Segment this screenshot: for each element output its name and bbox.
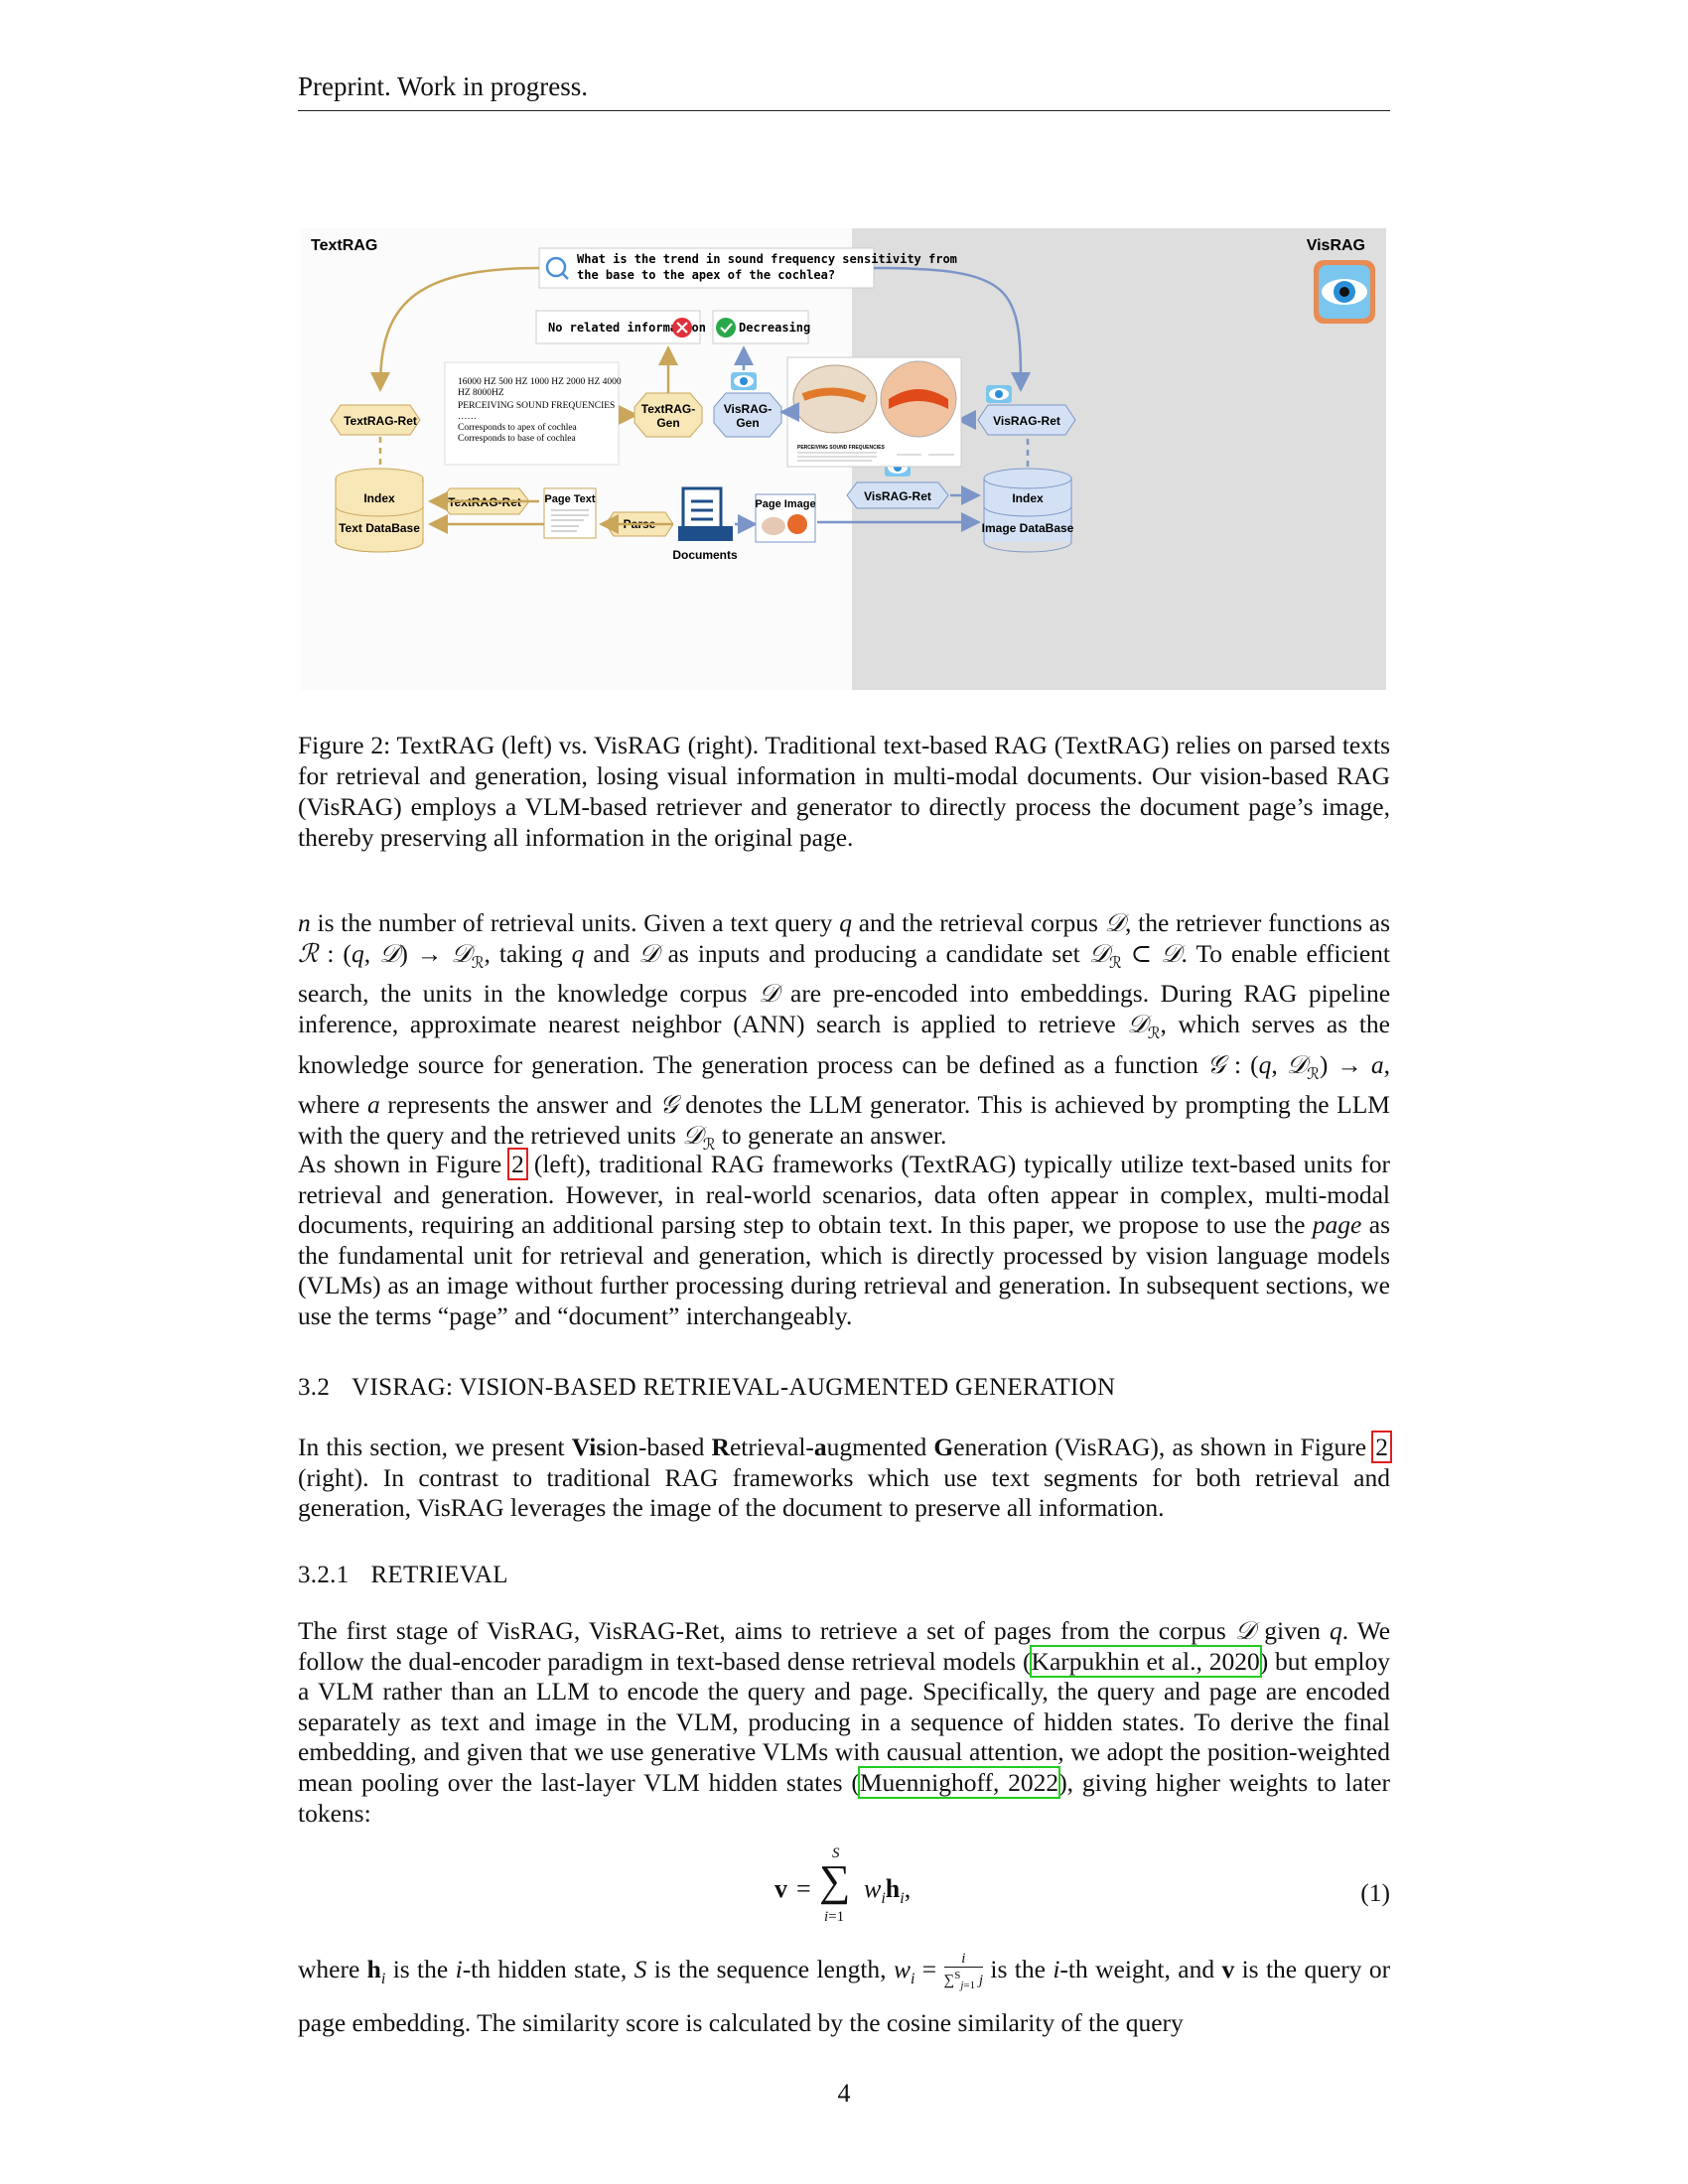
svg-text:VisRAG-: VisRAG- — [724, 402, 772, 416]
svg-text:HZ 8000HZ: HZ 8000HZ — [458, 388, 504, 398]
svg-text:Corresponds to apex of cochlea: Corresponds to apex of cochlea — [458, 422, 578, 433]
visrag-ret-node: VisRAG-Ret — [977, 385, 1076, 436]
query-box: What is the trend in sound frequency sen… — [538, 247, 957, 289]
svg-text:……: …… — [458, 412, 477, 422]
citation-muennighoff[interactable]: Muennighoff, 2022 — [857, 1765, 1061, 1799]
svg-text:Corresponds to base of cochlea: Corresponds to base of cochlea — [458, 433, 576, 444]
equation-1: v = S ∑ i=1 wihi, (1) — [774, 1845, 1390, 1925]
visrag-answer: Decreasing — [712, 310, 810, 344]
figure-ref-link[interactable]: 2 — [1371, 1431, 1392, 1463]
svg-text:Index: Index — [363, 491, 395, 505]
documents-icon: Documents — [672, 486, 738, 562]
check-icon — [716, 318, 736, 338]
svg-text:VisRAG-Ret: VisRAG-Ret — [993, 414, 1060, 428]
paragraph-retrieval-method: The first stage of VisRAG, VisRAG-Ret, a… — [298, 1616, 1391, 1828]
visrag-title: VisRAG — [1307, 237, 1365, 254]
documents-label: Documents — [672, 548, 738, 562]
textrag-title: TextRAG — [311, 237, 377, 254]
textrag-answer: No related information — [535, 310, 706, 344]
svg-text:Gen: Gen — [736, 416, 759, 430]
paragraph-equation-explanation: where hi is the i-th hidden state, S is … — [298, 1950, 1391, 2038]
svg-text:VisRAG-Ret: VisRAG-Ret — [864, 489, 931, 503]
svg-text:PERCEIVING SOUND FREQUENCIES: PERCEIVING SOUND FREQUENCIES — [458, 401, 615, 411]
paragraph-textrag-vs-page: As shown in Figure 2 (left), traditional… — [298, 1148, 1391, 1330]
paragraph-retrieval-definition: n is the number of retrieval units. Give… — [298, 908, 1391, 1154]
figure-2-diagram: TextRAG VisRAG What is the trend in soun… — [301, 228, 1386, 690]
paragraph-visrag-intro: In this section, we present Vision-based… — [298, 1431, 1392, 1523]
citation-karpukhin[interactable]: Karpukhin et al., 2020 — [1029, 1644, 1262, 1678]
svg-text:Page Image: Page Image — [755, 498, 815, 510]
visrag-eye-logo — [1314, 260, 1375, 324]
figure-caption: Figure 2: TextRAG (left) vs. VisRAG (rig… — [298, 731, 1390, 852]
svg-text:Index: Index — [1012, 491, 1044, 505]
decreasing-text: Decreasing — [739, 321, 810, 335]
svg-text:TextRAG-: TextRAG- — [641, 402, 695, 416]
page-text-thumbnail: Page Text — [543, 487, 597, 539]
figure-ref-link[interactable]: 2 — [507, 1148, 528, 1180]
query-line-2: the base to the apex of the cochlea? — [577, 268, 835, 282]
image-database: Index Image DataBase — [982, 468, 1074, 553]
page-header: Preprint. Work in progress. — [298, 71, 1390, 111]
svg-text:TextRAG-Ret: TextRAG-Ret — [344, 414, 417, 428]
no-related-text: No related information — [548, 321, 706, 335]
textrag-gen-node: TextRAG- Gen — [633, 392, 703, 438]
svg-text:PERCEIVING SOUND FREQUENCIES: PERCEIVING SOUND FREQUENCIES — [797, 445, 885, 451]
page-number: 4 — [837, 2079, 851, 2108]
page-image-brain-cochlea: PERCEIVING SOUND FREQUENCIES — [786, 356, 962, 468]
svg-text:Text DataBase: Text DataBase — [339, 521, 420, 535]
equation-number: (1) — [1360, 1878, 1390, 1907]
svg-text:16000 HZ 500 HZ 1000 HZ 2000 H: 16000 HZ 500 HZ 1000 HZ 2000 HZ 4000 — [458, 377, 622, 387]
textrag-ret-node: TextRAG-Ret — [330, 404, 421, 436]
search-icon — [545, 256, 567, 278]
svg-text:Page Text: Page Text — [544, 493, 595, 505]
svg-text:Image DataBase: Image DataBase — [982, 521, 1074, 535]
svg-text:Gen: Gen — [656, 416, 679, 430]
text-database: Index Text DataBase — [335, 468, 424, 553]
page-image-thumbnail: Page Image — [755, 493, 816, 543]
query-line-1: What is the trend in sound frequency sen… — [577, 252, 957, 266]
parsed-text-box: 16000 HZ 500 HZ 1000 HZ 2000 HZ 4000 HZ … — [444, 361, 622, 466]
visrag-gen-node: VisRAG- Gen — [713, 372, 782, 438]
